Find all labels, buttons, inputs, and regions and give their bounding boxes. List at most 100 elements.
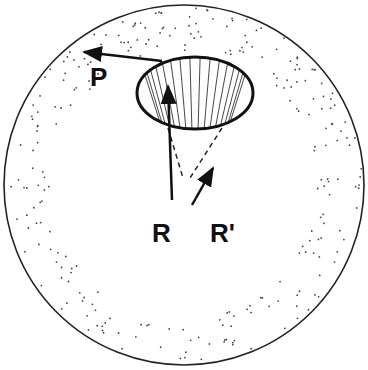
stipple-dot <box>168 328 170 330</box>
stipple-dot <box>84 58 86 60</box>
stipple-dot <box>232 344 234 346</box>
stipple-dot <box>92 303 94 305</box>
stipple-dot <box>331 123 333 125</box>
stipple-dot <box>189 16 191 18</box>
stipple-dot <box>70 272 72 274</box>
stipple-dot <box>146 325 148 327</box>
stipple-dot <box>136 39 138 41</box>
stipple-dot <box>132 25 134 27</box>
stipple-dot <box>118 332 120 334</box>
stipple-dot <box>26 214 28 216</box>
stipple-dot <box>37 184 39 186</box>
stipple-dot <box>134 24 136 26</box>
stipple-dot <box>336 140 338 142</box>
stipple-dot <box>105 34 107 36</box>
stipple-dot <box>148 324 150 326</box>
stipple-dot <box>32 118 34 120</box>
stipple-dot <box>261 56 263 58</box>
stipple-dot <box>319 274 321 276</box>
stipple-dot <box>309 240 311 242</box>
cone-hatching <box>138 46 253 170</box>
stipple-dot <box>109 318 111 320</box>
stipple-dot <box>102 330 104 332</box>
hatch-line <box>212 49 244 170</box>
stipple-dot <box>320 179 322 181</box>
stipple-dot <box>159 32 161 34</box>
vector-label: P <box>90 64 107 90</box>
stipple-dot <box>321 83 323 85</box>
stipple-dot <box>320 237 322 239</box>
stipple-dot <box>225 339 227 341</box>
cone-edges-hidden <box>168 128 222 178</box>
stipple-dot <box>313 150 315 152</box>
sphere-outline <box>4 5 364 365</box>
stipple-dot <box>246 41 248 43</box>
stipple-dot <box>86 315 88 317</box>
stipple-dot <box>61 308 63 310</box>
stipple-dot <box>339 230 341 232</box>
stipple-dot <box>358 184 360 186</box>
stipple-dot <box>33 207 35 209</box>
vector-label: R <box>152 220 171 246</box>
stipple-dot <box>31 115 33 117</box>
stipple-dot <box>88 80 90 82</box>
stipple-dot <box>26 187 28 189</box>
stipple-dot <box>174 27 176 29</box>
stipple-dot <box>61 267 63 269</box>
stipple-dot <box>286 79 288 81</box>
stipple-dot <box>229 50 231 52</box>
stipple-dot <box>268 305 270 307</box>
stipple-dot <box>78 66 80 68</box>
stipple-dot <box>200 36 202 38</box>
stipple-dot <box>197 31 199 33</box>
stipple-dot <box>360 168 362 170</box>
stipple-dot <box>207 10 209 12</box>
stipple-dot <box>76 265 78 267</box>
stipple-dot <box>195 7 197 9</box>
stipple-dot <box>246 308 248 310</box>
stipple-dot <box>261 297 263 299</box>
stipple-dot <box>313 69 315 71</box>
hole-rim <box>137 57 253 129</box>
stipple-dot <box>148 39 150 41</box>
stipple-dot <box>314 69 316 71</box>
stipple-dot <box>359 176 361 178</box>
stipple-dot <box>37 125 39 127</box>
stipple-dot <box>206 9 208 11</box>
stipple-dot <box>44 176 46 178</box>
stipple-dot <box>226 25 228 27</box>
stipple-dot <box>283 87 285 89</box>
stipple-dot <box>329 194 331 196</box>
stipple-dot <box>104 322 106 324</box>
stipple-dot <box>122 21 124 23</box>
stipple-dot <box>283 37 285 39</box>
stipple-dot <box>296 294 298 296</box>
stipple-dot <box>182 329 184 331</box>
stipple-dot <box>299 290 301 292</box>
stipple-dot <box>158 11 160 13</box>
surface-stipple <box>10 7 362 360</box>
stipple-dot <box>344 121 346 123</box>
stipple-dot <box>242 51 244 53</box>
stipple-dot <box>96 325 98 327</box>
stipple-dot <box>225 52 227 54</box>
stipple-dot <box>49 69 51 71</box>
stipple-dot <box>103 332 105 334</box>
stipple-dot <box>39 201 41 203</box>
hatch-line <box>190 46 194 170</box>
stipple-dot <box>273 73 275 75</box>
stipple-dot <box>63 79 65 81</box>
stipple-dot <box>322 214 324 216</box>
stipple-dot <box>340 130 342 132</box>
stipple-dot <box>64 72 66 74</box>
stipple-dot <box>318 256 320 258</box>
stipple-dot <box>100 44 102 46</box>
stipple-dot <box>123 42 125 44</box>
vector-p <box>84 52 162 61</box>
stipple-dot <box>358 187 360 189</box>
stipple-dot <box>188 25 190 27</box>
stipple-dot <box>325 144 327 146</box>
stipple-dot <box>184 357 186 359</box>
stipple-dot <box>27 227 29 229</box>
